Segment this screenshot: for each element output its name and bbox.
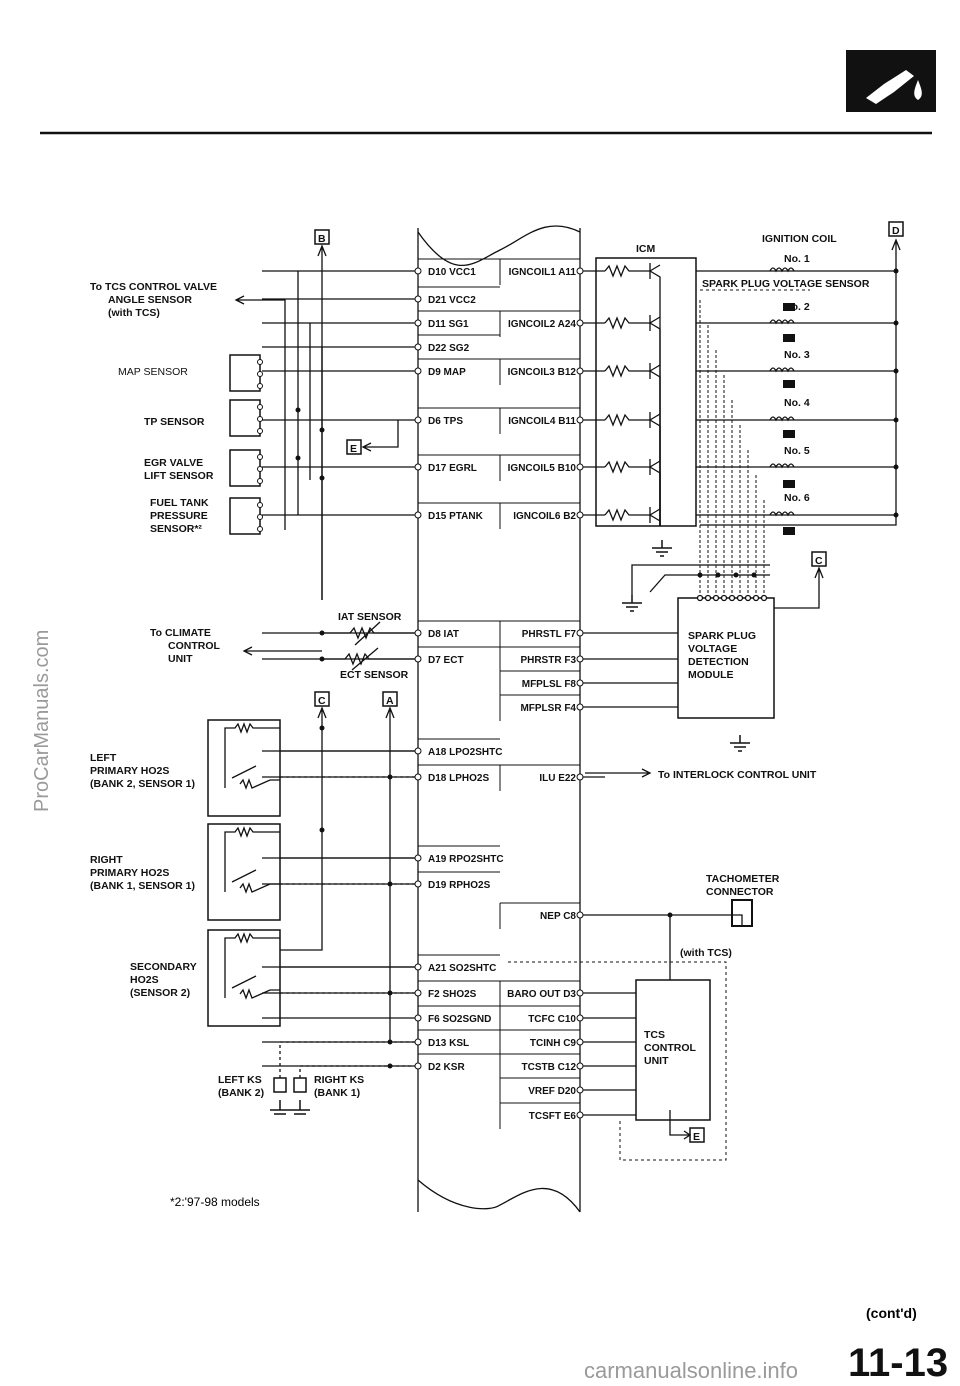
spark-sensor-label: SPARK PLUG VOLTAGE SENSOR	[702, 278, 870, 290]
ecm-pin-right-13: TCFC C10	[528, 1014, 576, 1025]
coil-no5: No. 5	[784, 445, 810, 457]
ecm-pin-right-6: PHRSTL F7	[522, 629, 577, 640]
right-ho2s-label-1: RIGHT	[90, 854, 123, 866]
connector-e-bottom: E	[693, 1131, 700, 1143]
detection-label-3: DETECTION	[688, 656, 749, 668]
cont-label: (cont'd)	[866, 1305, 917, 1321]
left-ho2s-label-3: (BANK 2, SENSOR 1)	[90, 778, 195, 790]
ecm-pin-left-6: D17 EGRL	[428, 463, 477, 474]
ecm-pin-left-4: D9 MAP	[428, 367, 466, 378]
ecm-pin-right-0: IGNCOIL1 A11	[509, 267, 577, 278]
left-ho2s-label-2: PRIMARY HO2S	[90, 765, 169, 777]
right-ks-label-1: RIGHT KS	[314, 1074, 364, 1086]
secondary-label-2: HO2S	[130, 974, 159, 986]
ecm-pin-right-17: TCSFT E6	[529, 1111, 577, 1122]
ecm-pin-right-9: MFPLSR F4	[520, 703, 576, 714]
tcs-valve-label-3: (with TCS)	[108, 307, 160, 319]
ecm-pin-right-15: TCSTB C12	[522, 1062, 577, 1073]
ecm-pin-right-14: TCINH C9	[530, 1038, 577, 1049]
interlock-label: To INTERLOCK CONTROL UNIT	[658, 769, 817, 781]
ecm-pin-right-3: IGNCOIL4 B11	[508, 416, 576, 427]
tcs-valve-label-1: To TCS CONTROL VALVE	[90, 281, 217, 293]
ecm-pin-left-17: D13 KSL	[428, 1038, 469, 1049]
ect-label: ECT SENSOR	[340, 669, 409, 681]
ecm-pin-right-16: VREF D20	[528, 1086, 576, 1097]
coil-no2: No. 2	[784, 301, 810, 313]
tacho-label-2: CONNECTOR	[706, 886, 774, 898]
climate-label-1: To CLIMATE	[150, 627, 211, 639]
ecm-pin-right-8: MFPLSL F8	[522, 679, 577, 690]
detection-label-2: VOLTAGE	[688, 643, 737, 655]
ecm-pin-right-4: IGNCOIL5 B10	[508, 463, 577, 474]
ecm-pin-right-12: BARO OUT D3	[507, 989, 576, 1000]
connector-c-left: C	[318, 695, 326, 707]
ecm-pin-right-7: PHRSTR F3	[520, 655, 576, 666]
ecm-pin-left-2: D11 SG1	[428, 319, 469, 330]
ecm-pin-left-9: D7 ECT	[428, 655, 464, 666]
right-ho2s-label-2: PRIMARY HO2S	[90, 867, 169, 879]
ecm-pin-left-18: D2 KSR	[428, 1062, 465, 1073]
ecm-pin-left-8: D8 IAT	[428, 629, 459, 640]
map-sensor-label: MAP SENSOR	[118, 366, 188, 378]
climate-label-2: CONTROL	[168, 640, 220, 652]
tcs-unit-label-3: UNIT	[644, 1055, 669, 1067]
detection-label-4: MODULE	[688, 669, 734, 681]
watermark-bottom: carmanualsonline.info	[584, 1358, 798, 1383]
ecm-pin-left-5: D6 TPS	[428, 416, 463, 427]
ecm-pin-left-7: D15 PTANK	[428, 511, 484, 522]
coil-no3: No. 3	[784, 349, 810, 361]
watermark-side: ProCarManuals.com	[31, 630, 53, 812]
egr-label-2: LIFT SENSOR	[144, 470, 214, 482]
fuel-label-3: SENSOR*²	[150, 523, 202, 535]
egr-label-1: EGR VALVE	[144, 457, 203, 469]
tcs-unit-label-2: CONTROL	[644, 1042, 696, 1054]
connector-c-right: C	[815, 555, 823, 567]
page-number: 11-13	[848, 1341, 948, 1385]
ecm-pin-left-1: D21 VCC2	[428, 295, 476, 306]
ecm-pin-right-11: NEP C8	[540, 911, 576, 922]
left-ho2s-label-1: LEFT	[90, 752, 117, 764]
ecm-pin-right-2: IGNCOIL3 B12	[508, 367, 577, 378]
ecm-pin-left-10: A18 LPO2SHTC	[428, 747, 502, 758]
ecm-pin-left-14: A21 SO2SHTC	[428, 963, 496, 974]
ecm-pin-left-16: F6 SO2SGND	[428, 1014, 491, 1025]
connector-d: D	[892, 225, 900, 237]
ecm-pin-right-1: IGNCOIL2 A24	[508, 319, 576, 330]
ecm-pin-left-11: D18 LPHO2S	[428, 773, 489, 784]
coil-no1: No. 1	[784, 253, 810, 265]
ecm-pin-left-0: D10 VCC1	[428, 267, 476, 278]
secondary-label-1: SECONDARY	[130, 961, 197, 973]
ecm-pin-right-5: IGNCOIL6 B2	[513, 511, 576, 522]
icm-label: ICM	[636, 243, 656, 255]
coil-no6: No. 6	[784, 492, 810, 504]
ecm-pin-left-15: F2 SHO2S	[428, 989, 477, 1000]
left-ks-label-2: (BANK 2)	[218, 1087, 264, 1099]
climate-label-3: UNIT	[168, 653, 193, 665]
tcs-unit-label-1: TCS	[644, 1029, 665, 1041]
secondary-label-3: (SENSOR 2)	[130, 987, 190, 999]
with-tcs-label: (with TCS)	[680, 947, 732, 959]
tcs-valve-label-2: ANGLE SENSOR	[108, 294, 192, 306]
coil-no4: No. 4	[784, 397, 810, 409]
iat-label: IAT SENSOR	[338, 611, 402, 623]
connector-b: B	[318, 233, 326, 245]
right-ks-label-2: (BANK 1)	[314, 1087, 360, 1099]
ignition-coil-label: IGNITION COIL	[762, 233, 837, 245]
ecm-pin-left-12: A19 RPO2SHTC	[428, 854, 504, 865]
ecm-pin-right-10: ILU E22	[539, 773, 576, 784]
fuel-nozzle-icon	[866, 70, 922, 104]
fuel-label-1: FUEL TANK	[150, 497, 209, 509]
right-ho2s-label-3: (BANK 1, SENSOR 1)	[90, 880, 195, 892]
tp-sensor-label: TP SENSOR	[144, 416, 205, 428]
detection-label-1: SPARK PLUG	[688, 630, 756, 642]
fuel-label-2: PRESSURE	[150, 510, 208, 522]
tacho-label-1: TACHOMETER	[706, 873, 780, 885]
footnote: *2:'97-98 models	[170, 1195, 260, 1209]
left-ks-label-1: LEFT KS	[218, 1074, 262, 1086]
connector-a: A	[386, 695, 394, 707]
ecm-pin-left-13: D19 RPHO2S	[428, 880, 491, 891]
connector-e: E	[350, 443, 357, 455]
ecm-pin-left-3: D22 SG2	[428, 343, 470, 354]
